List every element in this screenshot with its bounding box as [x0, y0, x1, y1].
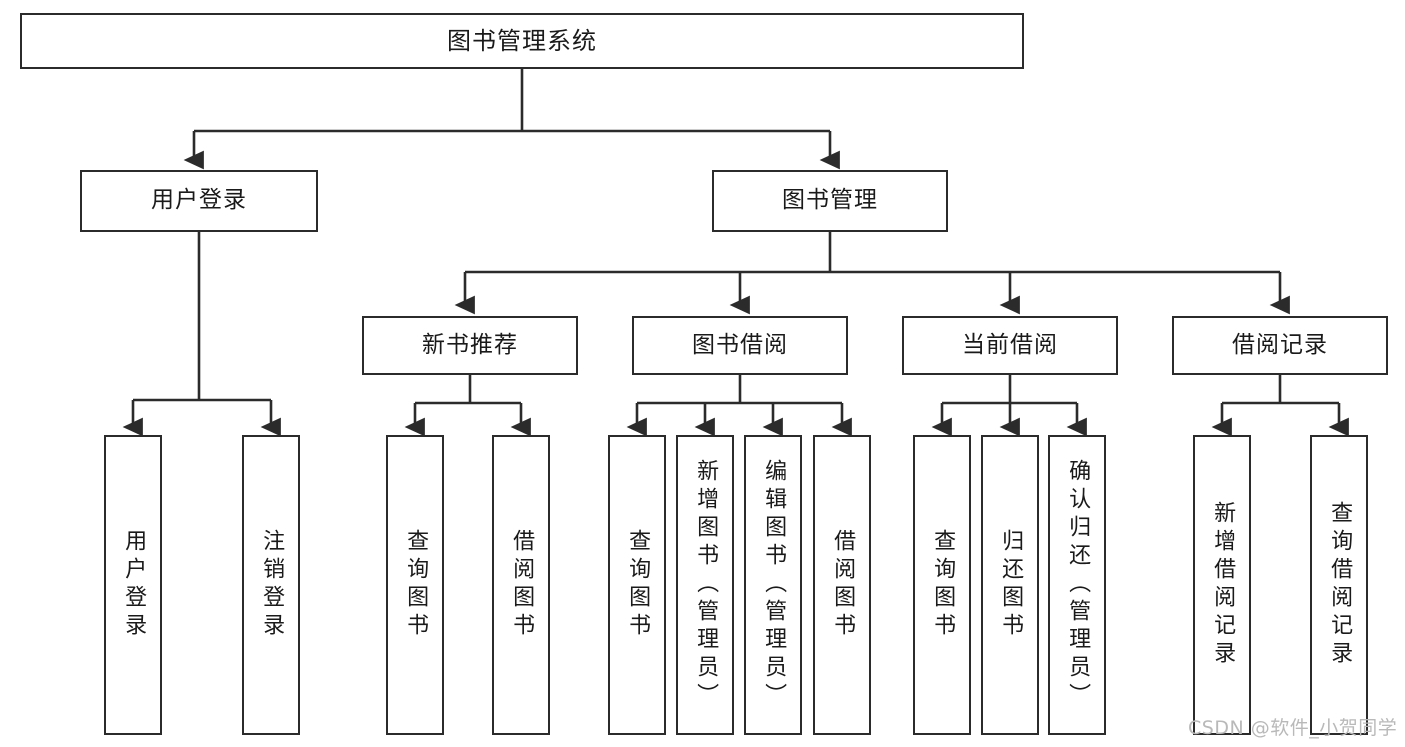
leaf-borrow-query-label: 查询图书: [625, 529, 651, 641]
leaf-user-logout-label: 注销登录: [259, 529, 285, 641]
leaf-cur-return-label: 归还图书: [998, 529, 1024, 641]
leaf-borrow-lend-label: 借阅图书: [830, 529, 856, 641]
leaf-rec-borrow[interactable]: 借阅图书: [492, 435, 550, 735]
node-book-borrow-label: 图书借阅: [692, 331, 788, 358]
node-current-borrow-label: 当前借阅: [962, 331, 1058, 358]
leaf-cur-query-label: 查询图书: [930, 529, 956, 641]
leaf-rec-search-label: 查询借阅记录: [1327, 501, 1353, 669]
node-book-borrow[interactable]: 图书借阅: [632, 316, 848, 375]
leaf-rec-add-label: 新增借阅记录: [1210, 501, 1236, 669]
node-current-borrow[interactable]: 当前借阅: [902, 316, 1118, 375]
node-borrow-record-label: 借阅记录: [1232, 331, 1328, 358]
node-borrow-record[interactable]: 借阅记录: [1172, 316, 1388, 375]
leaf-rec-query[interactable]: 查询图书: [386, 435, 444, 735]
node-root-label: 图书管理系统: [447, 26, 597, 55]
node-user-login-label: 用户登录: [151, 187, 247, 214]
leaf-rec-add[interactable]: 新增借阅记录: [1193, 435, 1251, 735]
leaf-cur-confirm-label: 确认归还（管理员）: [1065, 459, 1091, 711]
leaf-borrow-lend[interactable]: 借阅图书: [813, 435, 871, 735]
node-book-manage[interactable]: 图书管理: [712, 170, 948, 232]
leaf-rec-search[interactable]: 查询借阅记录: [1310, 435, 1368, 735]
leaf-borrow-edit[interactable]: 编辑图书（管理员）: [744, 435, 802, 735]
leaf-borrow-query[interactable]: 查询图书: [608, 435, 666, 735]
node-root[interactable]: 图书管理系统: [20, 13, 1024, 69]
leaf-borrow-add-label: 新增图书（管理员）: [693, 459, 719, 711]
leaf-borrow-add[interactable]: 新增图书（管理员）: [676, 435, 734, 735]
leaf-borrow-edit-label: 编辑图书（管理员）: [761, 459, 787, 711]
leaf-cur-query[interactable]: 查询图书: [913, 435, 971, 735]
leaf-cur-return[interactable]: 归还图书: [981, 435, 1039, 735]
watermark: CSDN @软件_小贺同学: [1188, 717, 1398, 739]
leaf-rec-query-label: 查询图书: [403, 529, 429, 641]
node-user-login[interactable]: 用户登录: [80, 170, 318, 232]
node-new-book-rec-label: 新书推荐: [422, 331, 518, 358]
leaf-user-login-label: 用户登录: [121, 529, 147, 641]
leaf-user-logout[interactable]: 注销登录: [242, 435, 300, 735]
leaf-rec-borrow-label: 借阅图书: [509, 529, 535, 641]
node-book-manage-label: 图书管理: [782, 187, 878, 214]
node-new-book-rec[interactable]: 新书推荐: [362, 316, 578, 375]
leaf-user-login[interactable]: 用户登录: [104, 435, 162, 735]
leaf-cur-confirm[interactable]: 确认归还（管理员）: [1048, 435, 1106, 735]
